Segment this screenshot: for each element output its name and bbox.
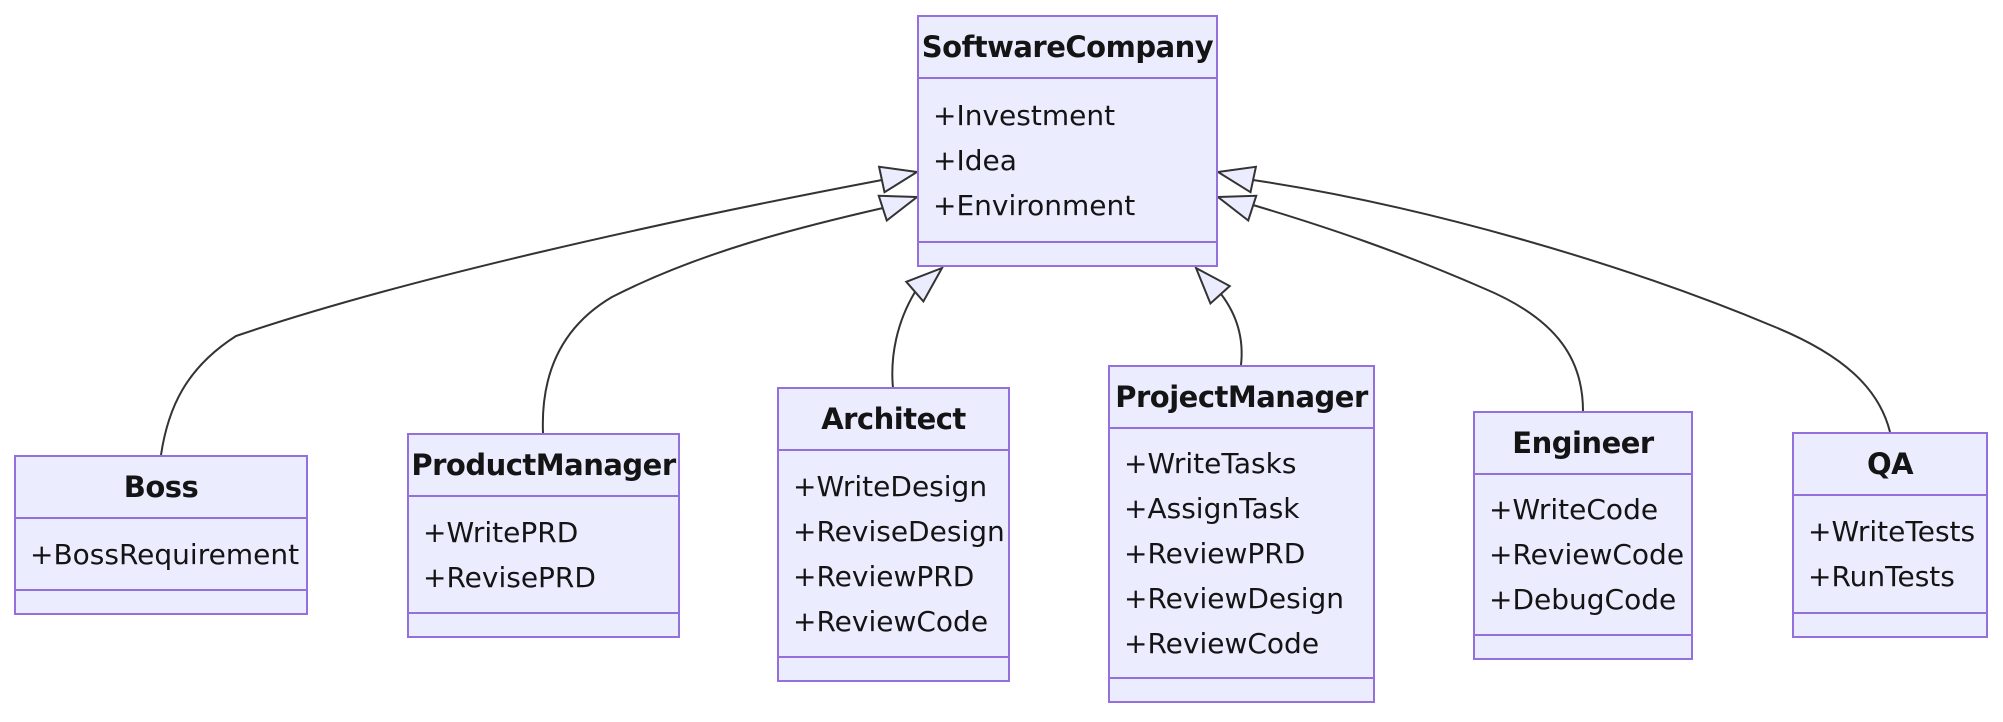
class-box-qa: QA +WriteTests +RunTests [1792,432,1988,638]
inheritance-arrowhead-engineer [1215,194,1258,223]
edge-engineer-to-softwarecompany [1252,204,1584,412]
attribute: +WriteDesign [793,469,988,503]
class-box-projectmanager: ProjectManager +WriteTasks +AssignTask +… [1108,365,1375,703]
attribute: +ReviewCode [1124,626,1320,660]
class-methods-empty [409,612,678,636]
class-attributes: +WriteDesign +ReviseDesign +ReviewPRD +R… [779,451,1008,656]
class-box-architect: Architect +WriteDesign +ReviseDesign +Re… [777,387,1010,682]
attribute: +Idea [933,143,1017,177]
inheritance-arrowhead-qa [1215,165,1258,194]
edge-architect-to-softwarecompany [891,291,916,389]
class-attributes: +BossRequirement [16,519,306,589]
class-attributes: +WriteTasks +AssignTask +ReviewPRD +Revi… [1110,429,1373,677]
attribute: +RevisePRD [423,560,596,594]
class-box-softwarecompany: SoftwareCompany +Investment +Idea +Envir… [917,15,1218,267]
inheritance-arrowhead-productmanager [877,194,920,223]
class-box-boss: Boss +BossRequirement [14,455,308,615]
edge-boss-to-softwarecompany [160,179,883,456]
attribute: +WriteCode [1489,493,1659,526]
class-methods-empty [779,656,1008,680]
class-box-engineer: Engineer +WriteCode +ReviewCode +DebugCo… [1473,411,1693,660]
class-title: ProductManager [409,435,678,497]
class-title: Architect [779,389,1008,451]
attribute: +ReviewCode [793,604,989,638]
attribute: +WriteTests [1808,515,1976,548]
inheritance-arrowhead-boss [877,165,920,194]
edge-productmanager-to-softwarecompany [541,207,884,434]
edge-qa-to-softwarecompany [1252,179,1891,433]
class-box-productmanager: ProductManager +WritePRD +RevisePRD [407,433,680,638]
inheritance-arrowhead-projectmanager [1194,265,1232,306]
class-title: Engineer [1475,413,1691,475]
class-methods-empty [1794,612,1986,636]
attribute: +BossRequirement [30,537,300,571]
class-attributes: +WriteCode +ReviewCode +DebugCode [1475,475,1691,634]
attribute: +RunTests [1808,560,1955,593]
attribute: +WritePRD [423,515,579,549]
class-attributes: +WritePRD +RevisePRD [409,497,678,612]
class-methods-empty [16,589,306,613]
attribute: +ReviseDesign [793,514,1005,548]
class-title: QA [1794,434,1986,496]
attribute: +AssignTask [1124,491,1300,525]
class-attributes: +Investment +Idea +Environment [919,79,1216,241]
attribute: +WriteTasks [1124,446,1297,480]
attribute: +Investment [933,98,1116,132]
class-attributes: +WriteTests +RunTests [1794,496,1986,612]
attribute: +ReviewDesign [1124,581,1345,615]
class-title: SoftwareCompany [919,17,1216,79]
attribute: +DebugCode [1489,583,1677,616]
class-methods-empty [1110,677,1373,701]
edge-projectmanager-to-softwarecompany [1220,293,1243,366]
class-title: ProjectManager [1110,367,1373,429]
class-title: Boss [16,457,306,519]
inheritance-arrowhead-architect [904,266,945,304]
class-methods-empty [1475,634,1691,658]
attribute: +ReviewPRD [793,559,975,593]
attribute: +ReviewPRD [1124,536,1306,570]
class-methods-empty [919,241,1216,265]
attribute: +ReviewCode [1489,538,1685,571]
attribute: +Environment [933,188,1136,222]
